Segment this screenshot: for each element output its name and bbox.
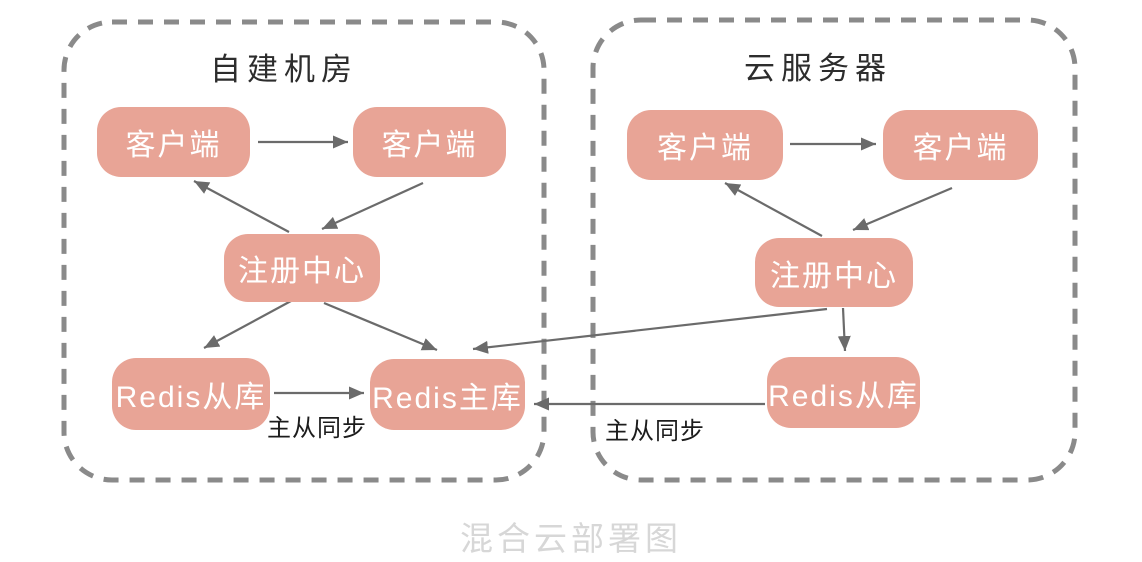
- onprem-title: 自建机房: [210, 52, 358, 87]
- node-cloud-registry: 注册中心: [755, 238, 913, 307]
- edge-onprem-registry-to-client-a: [193, 180, 290, 233]
- diagram-caption: 混合云部署图: [460, 520, 682, 557]
- cloud-container-border: [590, 17, 1078, 483]
- edge-onprem-client-b-to-registry: [321, 181, 424, 231]
- cross-sync-label: 主从同步: [605, 418, 705, 445]
- node-onprem-redis-master: Redis主库: [370, 359, 525, 430]
- node-cloud-redis-slave: Redis从库: [767, 357, 920, 428]
- onprem-sync-label: 主从同步: [267, 415, 367, 442]
- node-cloud-client-a: 客户端: [627, 110, 783, 180]
- edge-onprem-registry-to-redis-master: [323, 301, 438, 352]
- node-onprem-registry: 注册中心: [224, 234, 380, 302]
- onprem-container-border: [61, 19, 547, 483]
- edge-cloud-client-b-to-registry: [852, 186, 953, 232]
- cloud-title: 云服务器: [744, 51, 892, 86]
- edge-onprem-registry-to-redis-slave: [203, 300, 292, 349]
- edge-cloud-registry-to-client-a: [724, 182, 823, 237]
- edge-cloud-registry-to-onprem-redis-master: [472, 307, 828, 354]
- edge-cloud-registry-to-redis-slave: [837, 307, 851, 352]
- node-cloud-client-b: 客户端: [883, 110, 1038, 180]
- node-onprem-client-b: 客户端: [353, 107, 506, 177]
- node-onprem-client-a: 客户端: [97, 107, 250, 177]
- node-onprem-redis-slave: Redis从库: [112, 358, 270, 430]
